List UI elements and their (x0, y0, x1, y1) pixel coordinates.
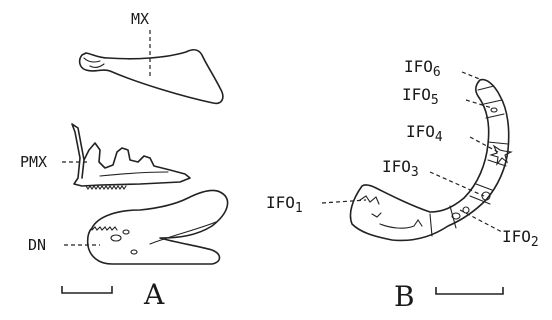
ifo1-leader (322, 200, 366, 203)
maxilla-outline (80, 50, 223, 104)
scale-bar-a (62, 286, 112, 293)
ifo2-label: IFO2 (502, 227, 539, 250)
ifo6-label-subscript: 6 (433, 65, 441, 80)
premaxilla-outline (72, 124, 190, 186)
ifo1-label-base: IFO (266, 193, 295, 212)
dentary-foramen-3 (131, 250, 137, 254)
ifo3-label-subscript: 3 (411, 165, 419, 180)
ifo3-label-base: IFO (382, 157, 411, 176)
scale-bar-b (436, 287, 503, 294)
ifo5-label-base: IFO (402, 85, 431, 104)
premaxilla-teeth (86, 186, 126, 189)
dentary-outline (88, 190, 228, 264)
ifo2-label-subscript: 2 (531, 235, 539, 250)
ifo6-label-base: IFO (404, 57, 433, 76)
maxilla-label: MX (131, 10, 149, 28)
dentary-foramen-1 (111, 235, 121, 241)
ifo3-label: IFO3 (382, 157, 419, 180)
panel-a-letter: A (143, 278, 165, 311)
maxilla-head-detail (84, 58, 104, 67)
premaxilla-ridge (100, 172, 168, 176)
premaxilla-label: PMX (20, 153, 47, 171)
ifo4-label-subscript: 4 (435, 130, 443, 145)
dentary-teeth (92, 227, 117, 230)
ifo2-leader (460, 210, 502, 232)
ifo6-label: IFO6 (404, 57, 441, 80)
ifo5-label: IFO5 (402, 85, 439, 108)
ifo2-pore-2 (463, 207, 469, 213)
ifo2-label-base: IFO (502, 227, 531, 246)
dentary-notch (150, 222, 216, 244)
ifo1-detail (360, 196, 422, 228)
ifo4-leader (470, 137, 498, 152)
ifo1-label-subscript: 1 (295, 201, 303, 216)
ifo4-label: IFO4 (406, 122, 443, 145)
ifo5-label-subscript: 5 (431, 93, 439, 108)
ifo1-label: IFO1 (266, 193, 303, 216)
ifo5-leader (466, 100, 492, 108)
panel-b: IFO1 IFO2 IFO3 IFO4 IFO5 IFO6 B (266, 57, 539, 313)
panel-b-letter: B (394, 280, 415, 313)
dentary-label: DN (28, 236, 46, 254)
ifo6-leader (462, 72, 482, 80)
ifo5-pore (491, 108, 497, 112)
panel-a: MX PMX DN A (20, 10, 228, 311)
ifo4-label-base: IFO (406, 122, 435, 141)
ifo6-detail (478, 86, 494, 90)
dentary-foramen-2 (123, 230, 129, 234)
